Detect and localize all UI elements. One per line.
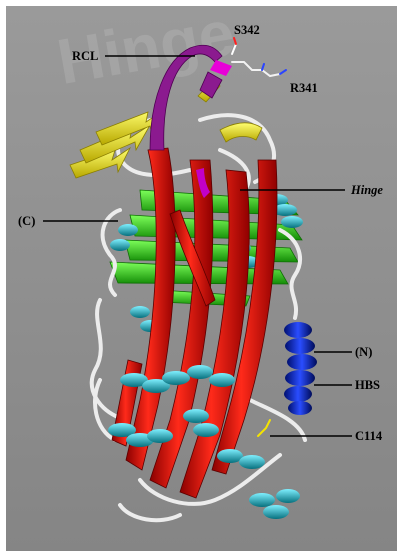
- label-hbs: HBS: [355, 378, 380, 392]
- label-n-term: (N): [355, 345, 372, 359]
- label-hinge: Hinge: [350, 183, 383, 197]
- label-s342: S342: [234, 23, 260, 37]
- label-c-term: (C): [18, 214, 35, 228]
- label-c114: C114: [355, 429, 383, 443]
- label-r341: R341: [290, 81, 318, 95]
- label-rcl: RCL: [72, 49, 98, 63]
